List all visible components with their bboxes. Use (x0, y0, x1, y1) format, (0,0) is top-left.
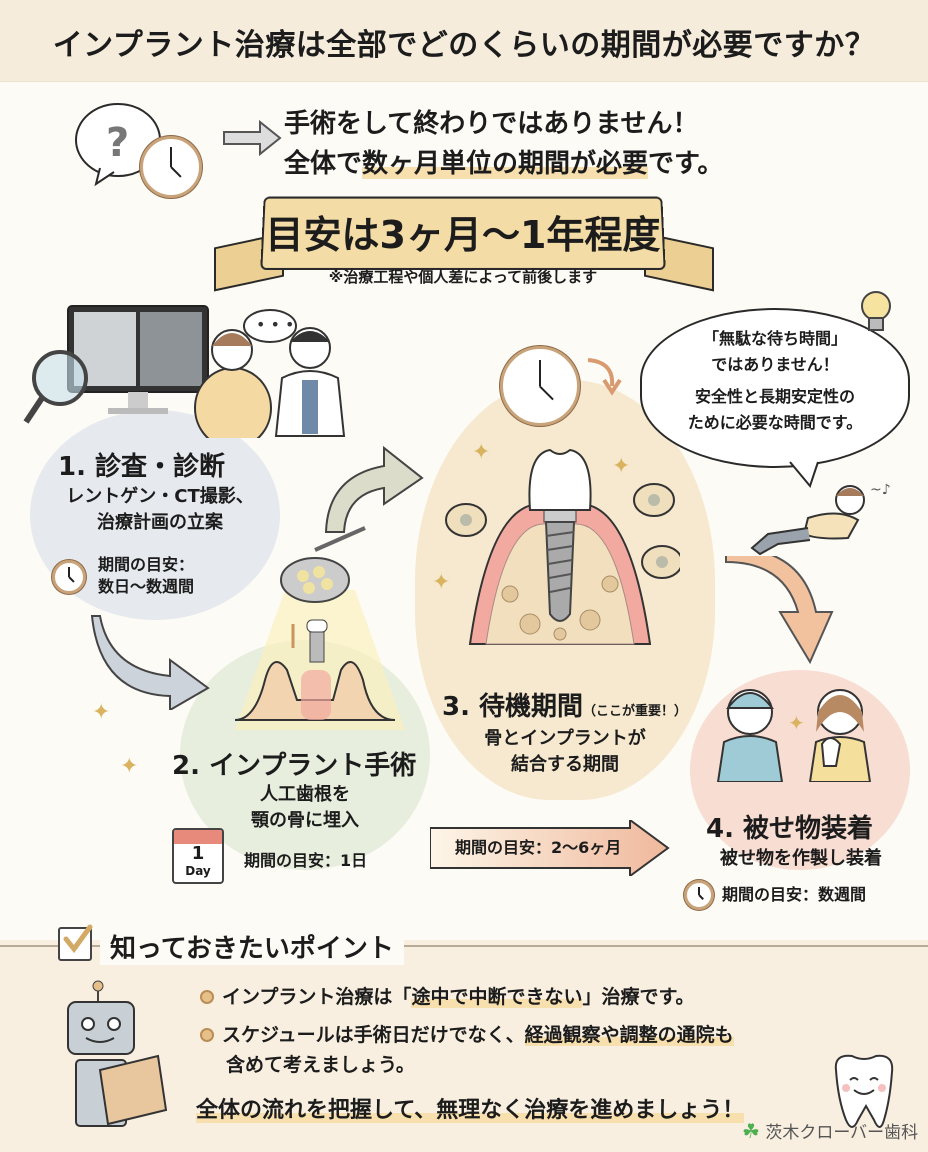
intro-line-2: 全体で数ヶ月単位の期間が必要です。 (284, 149, 724, 179)
bubble-text: 「無駄な待ち時間」 ではありません！ 安全性と長期安定性の ために必要な時間です… (687, 329, 863, 432)
waiting-period-arrow-icon (430, 820, 670, 876)
intro-highlight: 数ヶ月単位の期間が必要 (362, 149, 649, 179)
arrow-step3-to-step4-icon (725, 556, 834, 665)
svg-text:~♪: ~♪ (870, 482, 891, 498)
sparkle-icon: ✦ (92, 700, 111, 725)
clinic-logo: ☘ 茨木クローバー歯科 (742, 1119, 919, 1143)
clockwise-arrow-icon (587, 358, 622, 396)
step-3-note: （ここが重要！） (583, 704, 688, 719)
clock-icon (140, 136, 202, 198)
ribbon-note: ※治療工程や個人差によって前後します (328, 268, 598, 286)
point-item-1: インプラント治療は「途中で中断できない」治療です。 (200, 982, 695, 1012)
surgery-illustration (234, 526, 405, 730)
intro-text: 手術をして終わりではありません！ 全体で数ヶ月単位の期間が必要です。 (284, 104, 723, 184)
points-title: 知っておきたいポイント (100, 928, 404, 965)
svg-text:• • •: • • • (256, 315, 294, 334)
step-3-description: 骨とインプラントが 結合する期間 (484, 728, 646, 775)
bullet-icon (200, 1028, 214, 1042)
page-title: インプラント治療は全部でどのくらいの期間が必要ですか？ (52, 28, 876, 63)
robot-reading-illustration (67, 980, 168, 1127)
closing-message: 全体の流れを把握して、無理なく治療を進めましょう！ (196, 1098, 745, 1123)
sparkle-icon: ✦ (612, 454, 631, 479)
step-4-clock-icon (684, 880, 714, 910)
step-2-duration: 期間の目安：1日 (244, 851, 368, 870)
bullet-icon (200, 990, 214, 1004)
step-1-duration: 期間の目安： 数日〜数週間 (98, 555, 195, 596)
step-2-title: 2. インプラント手術 (172, 751, 417, 781)
step-1-clock-icon (52, 560, 86, 594)
points-divider (0, 945, 928, 947)
arrow-step1-to-step2-icon (90, 615, 210, 710)
waiting-period-label: 期間の目安：2〜6ヶ月 (455, 838, 622, 857)
intro-line-1: 手術をして終わりではありません！ (284, 109, 699, 139)
svg-text:?: ? (106, 120, 129, 166)
step-4-title: 4. 被せ物装着 (706, 814, 874, 844)
checkbox-icon (58, 924, 93, 961)
ribbon-title: 目安は3ヶ月〜1年程度 (265, 213, 661, 257)
clover-icon: ☘ (742, 1119, 760, 1143)
lightbulb-icon (861, 291, 891, 331)
step-1-description: レントゲン・CT撮影、 治療計画の立案 (66, 486, 254, 533)
bubble-tail (789, 461, 819, 489)
tooth-mascot-illustration (834, 1054, 894, 1128)
sparkle-icon: ✦ (432, 570, 451, 595)
relaxing-person-illustration: ~♪ (750, 482, 891, 556)
step-4-duration: 期間の目安：数週間 (722, 885, 867, 904)
sparkle-icon: ✦ (120, 754, 139, 779)
sparkle-icon: ✦ (472, 440, 491, 465)
step-3-heading: 3. 待機期間（ここが重要！） (442, 686, 687, 723)
step-1-title: 1. 診査・診断 (58, 452, 226, 482)
step-3-clock-icon (500, 346, 580, 426)
speech-bubble (640, 308, 910, 468)
step-4-description: 被せ物を作製し装着 (720, 848, 882, 869)
calendar-icon: 1 Day (172, 828, 224, 884)
svg-text:✦: ✦ (788, 711, 805, 735)
step-3-title: 3. 待機期間 (442, 692, 584, 722)
header-band (0, 0, 928, 82)
diagnosis-illustration: • • • (23, 305, 346, 438)
implant-bone-illustration (445, 448, 680, 645)
step-2-description: 人工歯根を 顎の骨に埋入 (251, 784, 359, 831)
arrow-right-icon (223, 119, 282, 157)
fitting-illustration: ✦ (716, 689, 872, 782)
arrow-step2-to-step3-icon (324, 445, 424, 533)
point-item-2: スケジュールは手術日だけでなく、経過観察や調整の通院も 含めて考えましょう。 (200, 1020, 734, 1080)
